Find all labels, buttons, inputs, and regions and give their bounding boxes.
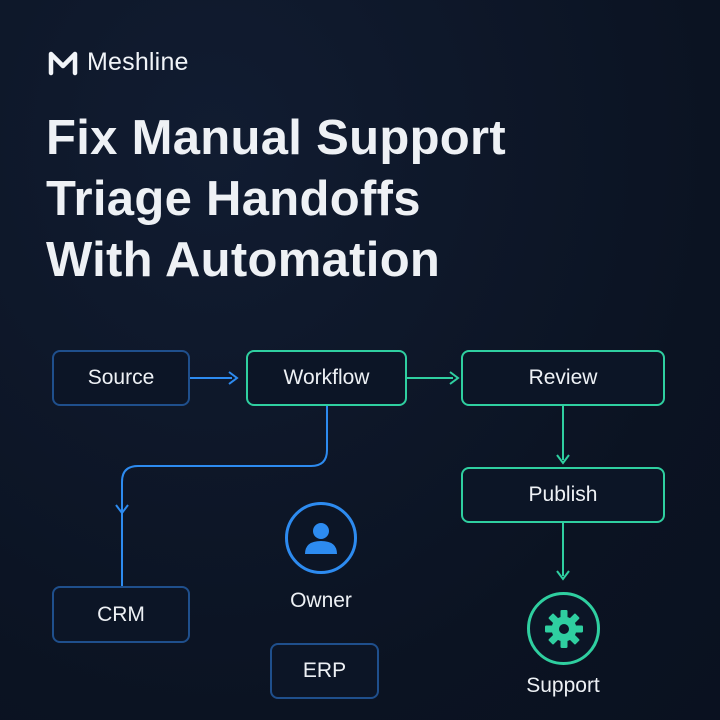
title-line-1: Fix Manual Support (46, 111, 507, 165)
node-erp: ERP (270, 643, 379, 699)
page-title: Fix Manual Support Triage Handoffs With … (46, 108, 506, 291)
node-publish: Publish (461, 467, 665, 523)
node-workflow: Workflow (246, 350, 407, 406)
title-line-2: Triage Handoffs (46, 172, 421, 226)
arrowhead-publish-support (556, 570, 570, 581)
support-gear (527, 592, 600, 665)
arrowhead-workflow-review (449, 371, 460, 385)
arrowhead-review-publish (556, 454, 570, 465)
node-erp-label: ERP (302, 659, 347, 682)
meshline-logo-icon (48, 51, 78, 75)
node-crm: CRM (52, 586, 190, 643)
arrowhead-source-workflow (228, 371, 239, 385)
brand: Meshline (48, 48, 189, 77)
node-source-label: Source (87, 366, 155, 389)
gear-icon (544, 609, 583, 648)
node-review-label: Review (528, 366, 598, 389)
user-icon (305, 523, 337, 554)
owner-avatar (285, 502, 357, 574)
arrowhead-workflow-crm (115, 504, 129, 515)
node-publish-label: Publish (528, 483, 598, 506)
node-source: Source (52, 350, 190, 406)
support-label: Support (526, 674, 600, 697)
connector-workflow-crm (121, 406, 328, 586)
node-review: Review (461, 350, 665, 406)
node-workflow-label: Workflow (283, 366, 370, 389)
owner-label: Owner (290, 589, 352, 612)
title-line-3: With Automation (46, 233, 441, 287)
node-crm-label: CRM (97, 602, 145, 626)
brand-name: Meshline (87, 48, 189, 76)
